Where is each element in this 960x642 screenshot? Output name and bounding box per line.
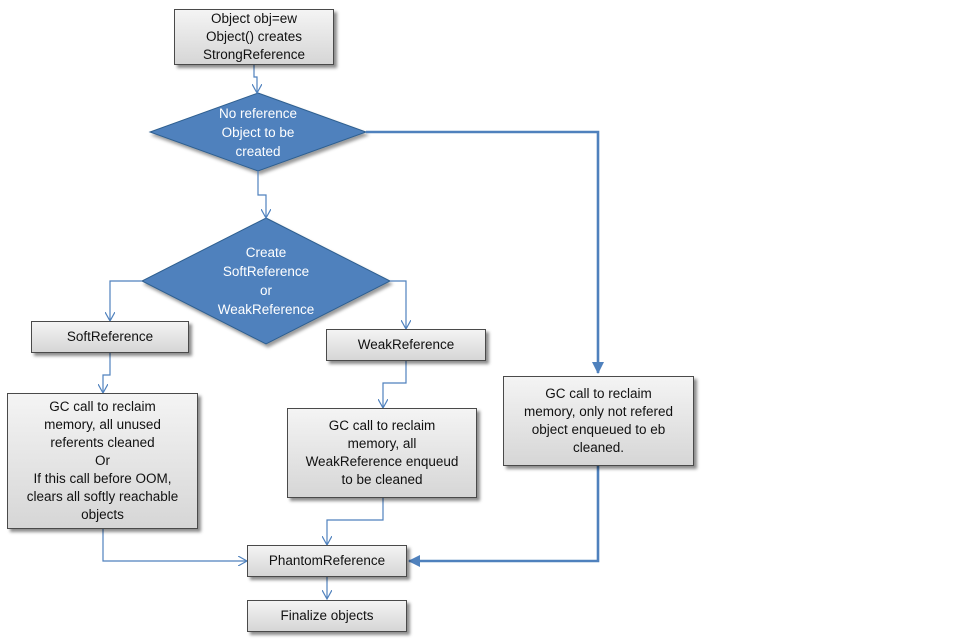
connector-create-to-soft [110, 280, 142, 320]
connector-no-reference-to-create [257, 171, 266, 217]
connector-no-reference-to-gc-unreferred [366, 130, 604, 374]
connector-create-to-weak [390, 280, 406, 328]
gc-weak-node: GC call to reclaim memory, all WeakRefer… [287, 408, 477, 498]
connector-soft-to-gc [103, 353, 111, 392]
connector-gc-soft-to-phantom [102, 529, 246, 561]
create-soft-weak-label: Create SoftReference or WeakReference [217, 245, 315, 317]
connector-gc-weak-to-phantom [327, 498, 384, 544]
diamond-create-soft-weak [140, 217, 392, 345]
connector-weak-to-gc [383, 361, 407, 407]
no-reference-label: No reference Object to be created [218, 105, 298, 159]
phantom-reference-node: PhantomReference [247, 545, 407, 577]
gc-unreferred-node: GC call to reclaim memory, only not refe… [503, 376, 694, 466]
finalize-node: Finalize objects [247, 600, 407, 632]
soft-reference-node: SoftReference [31, 321, 189, 353]
weak-reference-node: WeakReference [326, 329, 486, 361]
start-node: Object obj=ew Object() creates StrongRef… [174, 9, 334, 65]
gc-soft-node: GC call to reclaim memory, all unused re… [7, 393, 198, 529]
connector-gc-unreferred-to-phantom [408, 466, 600, 567]
connector-start-to-no-reference [254, 65, 257, 92]
